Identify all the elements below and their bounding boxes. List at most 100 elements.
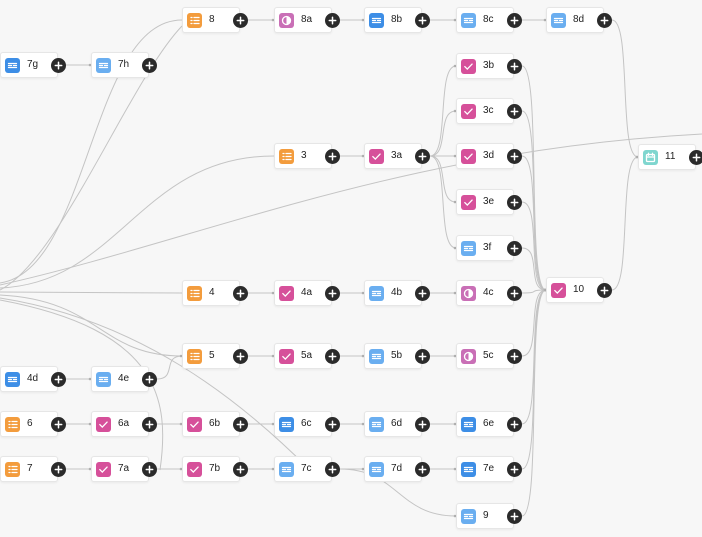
node-label: 5b — [391, 350, 403, 361]
edge-end-dot — [453, 354, 457, 358]
node-5c[interactable]: 5c — [456, 343, 514, 369]
add-node-button[interactable] — [507, 194, 522, 210]
edge-3a-3e — [429, 155, 457, 203]
add-node-button[interactable] — [233, 416, 248, 432]
add-node-button[interactable] — [325, 285, 340, 301]
node-label: 4b — [391, 287, 403, 298]
node-3e[interactable]: 3e — [456, 189, 514, 215]
node-4a[interactable]: 4a — [274, 280, 332, 306]
node-4d[interactable]: 4d — [0, 366, 58, 392]
node-8d[interactable]: 8d — [546, 7, 604, 33]
node-7d[interactable]: 7d — [364, 456, 422, 482]
add-node-button[interactable] — [507, 508, 522, 524]
add-node-button[interactable] — [51, 371, 66, 387]
edge-end-dot — [179, 354, 183, 358]
node-4b[interactable]: 4b — [364, 280, 422, 306]
node-4[interactable]: 4 — [182, 280, 240, 306]
node-7h[interactable]: 7h — [91, 52, 149, 78]
node-3f[interactable]: 3f — [456, 235, 514, 261]
add-node-button[interactable] — [325, 461, 340, 477]
edge-8d-11 — [611, 19, 639, 158]
node-3a[interactable]: 3a — [364, 143, 422, 169]
node-3b[interactable]: 3b — [456, 53, 514, 79]
node-label: 7e — [483, 463, 495, 474]
add-node-button[interactable] — [142, 371, 157, 387]
add-node-button[interactable] — [507, 416, 522, 432]
add-node-button[interactable] — [142, 461, 157, 477]
node-10[interactable]: 10 — [546, 277, 604, 303]
node-7a[interactable]: 7a — [91, 456, 149, 482]
add-node-button[interactable] — [51, 461, 66, 477]
add-node-button[interactable] — [415, 285, 430, 301]
node-7[interactable]: 7 — [0, 456, 58, 482]
node-8c[interactable]: 8c — [456, 7, 514, 33]
node-6[interactable]: 6 — [0, 411, 58, 437]
add-node-button[interactable] — [142, 57, 157, 73]
add-node-button[interactable] — [233, 285, 248, 301]
add-node-button[interactable] — [325, 148, 340, 164]
node-7e[interactable]: 7e — [456, 456, 514, 482]
list-icon — [187, 286, 202, 301]
node-6c[interactable]: 6c — [274, 411, 332, 437]
filter-icon — [551, 13, 566, 28]
filter-icon — [96, 58, 111, 73]
add-node-button[interactable] — [415, 348, 430, 364]
node-7b[interactable]: 7b — [182, 456, 240, 482]
node-8[interactable]: 8 — [182, 7, 240, 33]
node-9[interactable]: 9 — [456, 503, 514, 529]
edge-end-dot — [88, 467, 92, 471]
contrast-icon — [279, 13, 294, 28]
add-node-button[interactable] — [507, 285, 522, 301]
node-label: 6e — [483, 418, 495, 429]
add-node-button[interactable] — [233, 12, 248, 28]
add-node-button[interactable] — [507, 103, 522, 119]
node-6a[interactable]: 6a — [91, 411, 149, 437]
add-node-button[interactable] — [507, 461, 522, 477]
add-node-button[interactable] — [597, 12, 612, 28]
edge-end-dot — [453, 18, 457, 22]
node-4c[interactable]: 4c — [456, 280, 514, 306]
add-node-button[interactable] — [51, 416, 66, 432]
add-node-button[interactable] — [507, 240, 522, 256]
add-node-button[interactable] — [415, 461, 430, 477]
edge-4c-10 — [521, 289, 547, 294]
edge-end-dot — [271, 291, 275, 295]
node-5b[interactable]: 5b — [364, 343, 422, 369]
add-node-button[interactable] — [51, 57, 66, 73]
node-4e[interactable]: 4e — [91, 366, 149, 392]
add-node-button[interactable] — [507, 58, 522, 74]
add-node-button[interactable] — [325, 348, 340, 364]
add-node-button[interactable] — [507, 12, 522, 28]
add-node-button[interactable] — [142, 416, 157, 432]
node-label: 3e — [483, 196, 495, 207]
node-7c[interactable]: 7c — [274, 456, 332, 482]
node-3d[interactable]: 3d — [456, 143, 514, 169]
edge-end-dot — [361, 354, 365, 358]
add-node-button[interactable] — [507, 348, 522, 364]
node-5[interactable]: 5 — [182, 343, 240, 369]
add-node-button[interactable] — [415, 12, 430, 28]
node-3c[interactable]: 3c — [456, 98, 514, 124]
checkbox-icon — [461, 195, 476, 210]
node-8b[interactable]: 8b — [364, 7, 422, 33]
node-6d[interactable]: 6d — [364, 411, 422, 437]
add-node-button[interactable] — [597, 282, 612, 298]
add-node-button[interactable] — [415, 416, 430, 432]
node-8a[interactable]: 8a — [274, 7, 332, 33]
node-6b[interactable]: 6b — [182, 411, 240, 437]
add-node-button[interactable] — [233, 348, 248, 364]
node-label: 8 — [209, 14, 215, 25]
node-5a[interactable]: 5a — [274, 343, 332, 369]
node-7g[interactable]: 7g — [0, 52, 58, 78]
add-node-button[interactable] — [233, 461, 248, 477]
node-6e[interactable]: 6e — [456, 411, 514, 437]
add-node-button[interactable] — [507, 148, 522, 164]
node-11[interactable]: 11 — [638, 144, 696, 170]
add-node-button[interactable] — [689, 149, 702, 165]
edge-end-dot — [453, 291, 457, 295]
add-node-button[interactable] — [415, 148, 430, 164]
node-3[interactable]: 3 — [274, 143, 332, 169]
add-node-button[interactable] — [325, 12, 340, 28]
add-node-button[interactable] — [325, 416, 340, 432]
